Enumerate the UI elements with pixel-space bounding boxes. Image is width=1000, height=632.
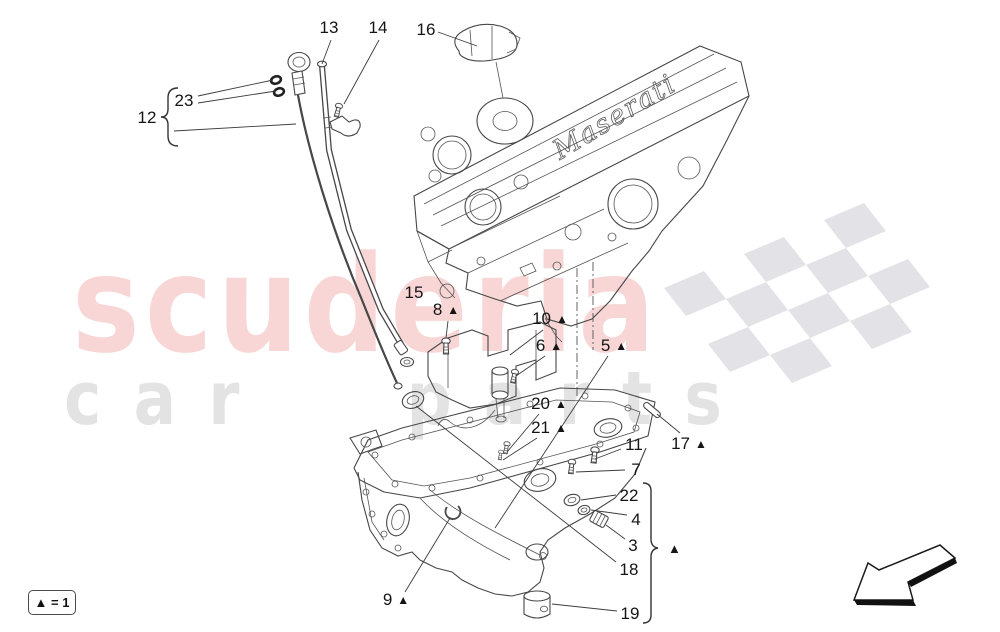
- flag-cell: [806, 248, 868, 293]
- leader-line-21: [502, 437, 538, 461]
- callout-label-12: 12: [138, 108, 157, 127]
- callout-label-19: 19: [621, 604, 640, 623]
- flag-cell: [708, 327, 770, 372]
- callout-label-16: 16: [417, 20, 436, 39]
- quantity-legend-text: ▲ = 1: [34, 595, 70, 610]
- leader-line-13: [321, 39, 332, 65]
- bracket-qty-marker: ▲: [668, 541, 681, 556]
- direction-arrow: [852, 544, 957, 606]
- callout-label-15: 15: [405, 283, 424, 302]
- leader-line-22: [580, 494, 617, 501]
- callout-label-18: 18: [620, 560, 639, 579]
- leader-line-9: [404, 517, 451, 593]
- flag-cell: [664, 271, 726, 316]
- callout-label-8: 8▲: [433, 300, 459, 319]
- engine-brand-script: Maserati: [547, 68, 682, 166]
- leader-line-16: [437, 31, 478, 47]
- callout-label-3: 3: [628, 536, 637, 555]
- assembly-centerlines: [576, 262, 594, 398]
- leader-line-6: [515, 355, 546, 377]
- callout-label-20: 20▲: [531, 394, 567, 413]
- bushing-part-19: [523, 590, 551, 619]
- leader-line-5: [494, 355, 609, 529]
- oil-sump-drawing: [349, 321, 656, 597]
- right-bracket-group: [642, 482, 659, 624]
- flag-cell: [824, 203, 886, 248]
- flag-cell: [744, 237, 806, 282]
- leader-line-8: [445, 320, 449, 339]
- callout-label-13: 13: [320, 18, 339, 37]
- flag-cell: [788, 293, 850, 338]
- callout-label-7: 7: [631, 460, 640, 479]
- leader-line-3: [605, 524, 626, 540]
- callout-label-4: 4: [631, 510, 640, 529]
- leader-line-23: [197, 79, 274, 97]
- leader-line-19: [551, 603, 618, 612]
- flag-cell: [850, 304, 912, 349]
- callout-label-14: 14: [369, 18, 388, 37]
- flag-cell: [868, 259, 930, 304]
- callout-label-21: 21▲: [531, 418, 567, 437]
- callout-label-10: 10▲: [532, 309, 568, 328]
- leader-line-10: [509, 329, 544, 356]
- callout-label-23: 23: [175, 91, 194, 110]
- callout-label-5: 5▲: [601, 336, 627, 355]
- checkered-flag-graphic: [664, 203, 930, 383]
- leader-line-23: [197, 90, 277, 104]
- callout-label-9: 9▲: [383, 590, 409, 609]
- quantity-legend-box: ▲ = 1: [28, 590, 76, 615]
- left-brace-12: [160, 87, 179, 147]
- leader-line-7: [575, 469, 626, 473]
- callout-label-22: 22: [620, 486, 639, 505]
- callout-label-17: 17▲: [671, 434, 707, 453]
- callout-label-11: 11: [625, 435, 643, 454]
- grouping-brackets: [160, 87, 659, 624]
- leader-line-18: [415, 405, 617, 563]
- flag-cell: [726, 282, 788, 327]
- leader-line-20: [506, 413, 540, 453]
- oil-filler-cap-part: [454, 23, 521, 62]
- leader-line-12: [173, 123, 297, 132]
- callout-labels: 12 23 13 14 16 15 8▲ 10▲ 6▲ 5▲ 20▲ 21▲ 11 17▲ 7 22 4 3 18 1…: [138, 18, 707, 623]
- dipstick-and-tube-drawing: [269, 51, 415, 390]
- leader-line-14: [343, 39, 380, 105]
- callout-label-6: 6▲: [536, 336, 562, 355]
- leader-line-4: [590, 509, 628, 516]
- leader-line-17: [656, 413, 681, 434]
- leader-line-11: [594, 448, 622, 460]
- flag-cell: [770, 338, 832, 383]
